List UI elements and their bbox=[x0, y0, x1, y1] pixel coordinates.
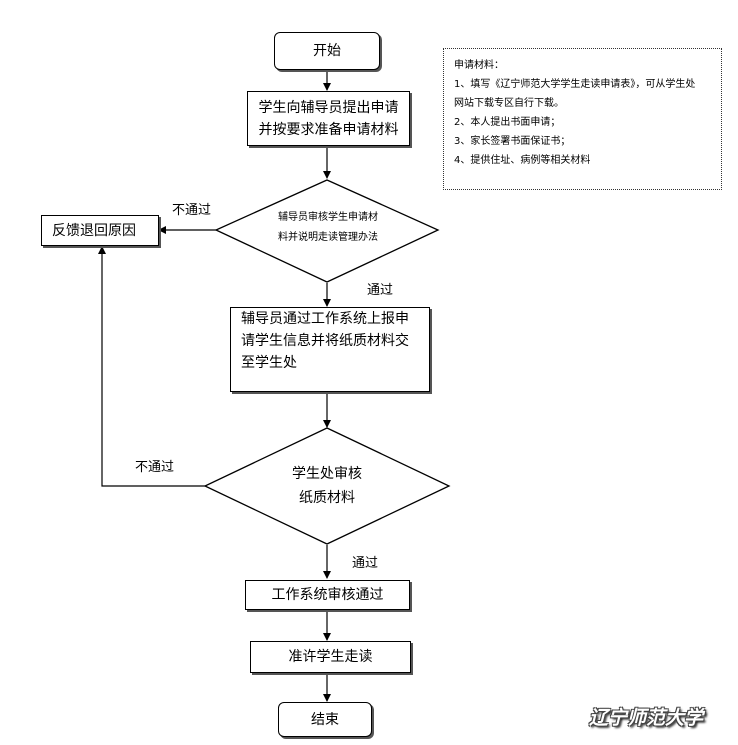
step3-label: 工作系统审核通过 bbox=[271, 587, 384, 603]
step2-line2: 请学生信息并将纸质材料交 bbox=[241, 333, 409, 349]
step1-line1: 学生向辅导员提出申请 bbox=[258, 99, 399, 116]
step2-line1: 辅导员通过工作系统上报申 bbox=[241, 311, 409, 327]
start-node: 开始 bbox=[274, 32, 380, 70]
reject-label-1: 不通过 bbox=[172, 203, 212, 218]
step-system-approved: 工作系统审核通过 bbox=[245, 580, 410, 610]
notes-item1-line1: 1、填写《辽宁师范大学学生走读申请表》，可从学生处 bbox=[454, 79, 696, 90]
decision1-diamond bbox=[214, 179, 440, 283]
decision1-text: 辅导员审核学生申请材 料并说明走读管理办法 bbox=[258, 208, 398, 248]
step4-label: 准许学生走读 bbox=[288, 649, 373, 665]
step1-line2: 并按要求准备申请材料 bbox=[258, 121, 399, 138]
end-label: 结束 bbox=[311, 711, 339, 728]
notes-item1-line2: 网站下载专区自行下载。 bbox=[454, 98, 564, 109]
pass-label-2: 通过 bbox=[352, 556, 379, 571]
arrow-decision2-to-reject bbox=[98, 246, 205, 487]
decision2-line2: 纸质材料 bbox=[299, 490, 355, 506]
pass-label-1: 通过 bbox=[367, 283, 394, 298]
reject-feedback-box: 反馈退回原因 bbox=[41, 215, 159, 246]
step2-line3: 至学生处 bbox=[241, 355, 297, 371]
step-report-system: 辅导员通过工作系统上报申 请学生信息并将纸质材料交 至学生处 bbox=[230, 307, 430, 392]
end-node: 结束 bbox=[278, 702, 372, 737]
notes-item3: 3、家长签署书面保证书； bbox=[454, 136, 571, 147]
decision2-line1: 学生处审核 bbox=[292, 466, 362, 482]
university-watermark-logo: 辽宁师范大学 bbox=[589, 707, 704, 729]
decision2-text: 学生处审核 纸质材料 bbox=[267, 462, 387, 510]
notes-item2: 2、本人提出书面申请； bbox=[454, 117, 561, 128]
notes-title: 申请材料： bbox=[454, 60, 504, 71]
reject-feedback-label: 反馈退回原因 bbox=[52, 222, 136, 239]
reject-label-2: 不通过 bbox=[135, 460, 175, 475]
start-label: 开始 bbox=[313, 43, 341, 59]
step-allow-commute: 准许学生走读 bbox=[250, 641, 411, 673]
step-submit-application: 学生向辅导员提出申请 并按要求准备申请材料 bbox=[247, 91, 410, 146]
application-materials-notes: 申请材料： 1、填写《辽宁师范大学学生走读申请表》，可从学生处 网站下载专区自行… bbox=[443, 48, 722, 190]
notes-item4: 4、提供住址、病例等相关材料 bbox=[454, 155, 591, 166]
decision1-line2: 料并说明走读管理办法 bbox=[278, 232, 378, 243]
decision2-diamond bbox=[203, 427, 451, 545]
decision1-line1: 辅导员审核学生申请材 bbox=[278, 212, 378, 223]
